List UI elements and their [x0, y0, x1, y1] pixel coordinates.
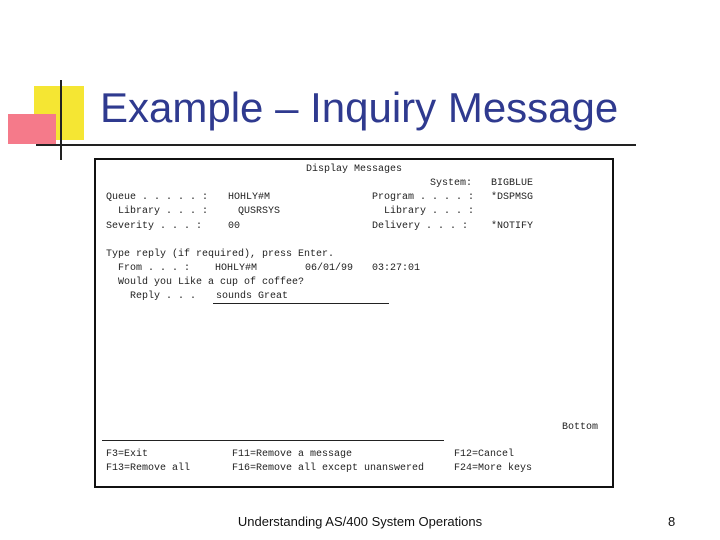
program-library-label: Library . . . :: [384, 206, 475, 217]
f12-cancel-key[interactable]: F12=Cancel: [454, 449, 515, 460]
queue-value: HOHLY#M: [228, 192, 271, 203]
instruction-text: Type reply (if required), press Enter.: [106, 249, 335, 260]
decor-horizontal-line: [36, 144, 636, 146]
f24-more-keys-key[interactable]: F24=More keys: [454, 463, 533, 474]
decor-red-bar: [8, 114, 56, 144]
terminal-screen: Display Messages System: BIGBLUE Queue .…: [94, 158, 614, 488]
from-user: HOHLY#M: [215, 263, 258, 274]
severity-label: Severity . . . :: [106, 221, 203, 232]
system-label: System:: [430, 178, 473, 189]
queue-library-value: QUSRSYS: [238, 206, 281, 217]
reply-label: Reply . . .: [130, 291, 197, 302]
f13-remove-all-key[interactable]: F13=Remove all: [106, 463, 191, 474]
f16-remove-all-except-key[interactable]: F16=Remove all except unanswered: [232, 463, 425, 474]
delivery-label: Delivery . . . :: [372, 221, 469, 232]
from-time: 03:27:01: [372, 263, 421, 274]
delivery-value: *NOTIFY: [491, 221, 534, 232]
screen-header: Display Messages: [306, 164, 403, 175]
message-text: Would you Like a cup of coffee?: [118, 277, 305, 288]
queue-library-label: Library . . . :: [118, 206, 209, 217]
slide-footer: Understanding AS/400 System Operations: [237, 514, 483, 529]
program-value: *DSPMSG: [491, 192, 534, 203]
function-key-divider: [102, 440, 444, 441]
severity-value: 00: [228, 221, 241, 232]
system-value: BIGBLUE: [491, 178, 534, 189]
page-number: 8: [668, 514, 676, 529]
reply-value: sounds Great: [216, 291, 289, 302]
bottom-indicator: Bottom: [562, 422, 599, 433]
f11-remove-message-key[interactable]: F11=Remove a message: [232, 449, 353, 460]
from-label: From . . . :: [118, 263, 191, 274]
slide-title: Example – Inquiry Message: [100, 84, 619, 131]
reply-input[interactable]: [213, 291, 389, 304]
decor-vertical-line: [60, 80, 62, 160]
queue-label: Queue . . . . . :: [106, 192, 209, 203]
program-label: Program . . . . :: [372, 192, 475, 203]
from-date: 06/01/99: [305, 263, 354, 274]
f3-exit-key[interactable]: F3=Exit: [106, 449, 149, 460]
